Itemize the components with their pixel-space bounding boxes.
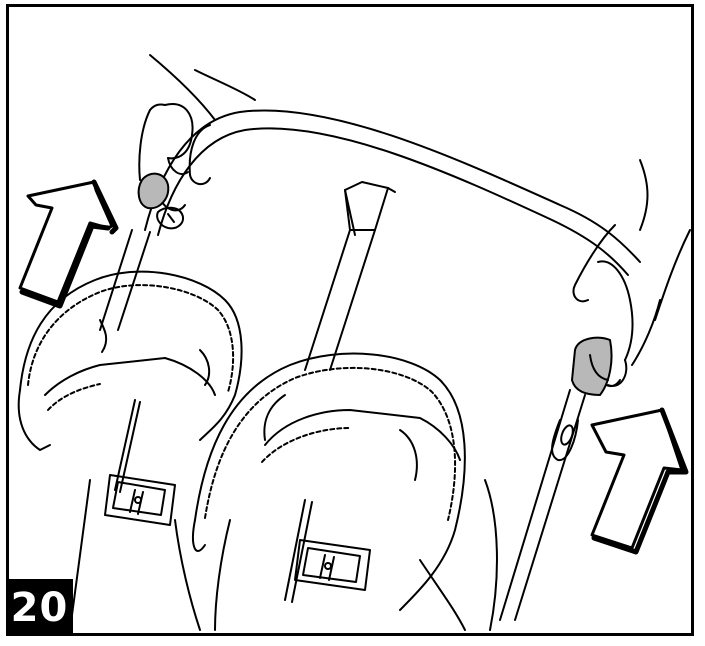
up-arrow-icon-left [18, 179, 119, 309]
handlebar [144, 109, 641, 276]
left-frame-tube [99, 229, 151, 331]
seat-left [17, 270, 243, 631]
center-frame-tube [304, 181, 396, 371]
right-frame-tube [499, 389, 586, 621]
release-button-left [137, 172, 170, 210]
seat-right [192, 352, 498, 631]
up-arrow-icon-right [590, 407, 689, 555]
step-number-badge: 20 [6, 579, 73, 636]
